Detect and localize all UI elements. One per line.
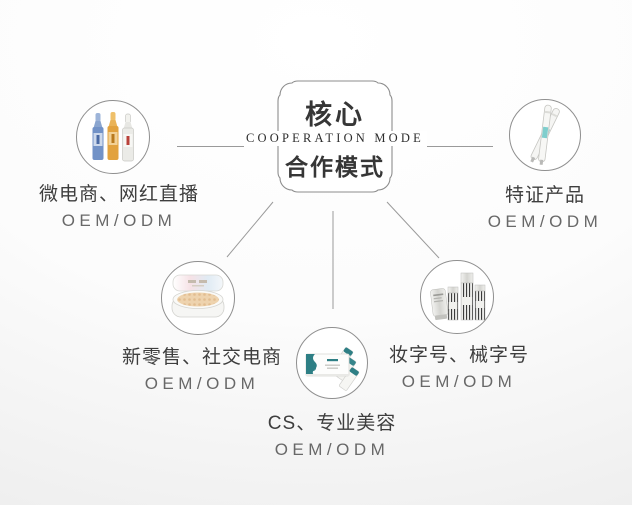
- center-title-top: 核心: [305, 100, 365, 130]
- node-title: 微电商、网红直播: [38, 184, 199, 205]
- silver-set-image: [430, 272, 486, 321]
- center-title-bottom: 合作模式: [285, 154, 385, 180]
- sachet-icon: [339, 367, 360, 391]
- blue-ampoule-icon: [92, 113, 104, 160]
- node-label-cosmetic-device: 妆字号、械字号 OEM/ODM: [349, 343, 569, 393]
- connector-down-right: [386, 201, 440, 259]
- center-subtitle-en: COOPERATION MODE: [235, 131, 435, 146]
- node-title: 新零售、社交电商: [121, 347, 282, 368]
- node-subtitle: OEM/ODM: [274, 440, 390, 459]
- node-circle-special-certified: [509, 99, 581, 171]
- node-title: CS、专业美容: [267, 413, 397, 434]
- cushion-compact-image: [171, 274, 225, 318]
- node-label-special-certified: 特证产品 OEM/ODM: [445, 183, 632, 233]
- mask-box-image: [305, 347, 360, 391]
- node-subtitle: OEM/ODM: [401, 372, 517, 391]
- node-subtitle: OEM/ODM: [144, 374, 260, 393]
- node-label-micro-ecommerce: 微电商、网红直播 OEM/ODM: [9, 182, 229, 232]
- node-circle-cs-beauty: [296, 327, 368, 399]
- pen-front-icon: [538, 104, 552, 165]
- connector-down-left: [226, 201, 274, 258]
- node-circle-micro-ecommerce: [76, 100, 150, 174]
- node-subtitle: OEM/ODM: [487, 212, 603, 231]
- compact-lid-icon: [172, 274, 224, 292]
- tube-icon: [430, 288, 449, 320]
- node-title: 妆字号、械字号: [388, 345, 529, 366]
- node-title: 特证产品: [504, 185, 585, 206]
- node-label-new-retail: 新零售、社交电商 OEM/ODM: [92, 345, 312, 395]
- node-circle-cosmetic-device: [420, 260, 494, 334]
- ampoule-vials-image: [92, 112, 134, 162]
- compact-base-icon: [171, 290, 225, 318]
- bottle-tall-center-icon: [460, 272, 474, 321]
- amber-ampoule-icon: [107, 112, 119, 160]
- bottle-small-left-icon: [447, 286, 459, 321]
- node-subtitle: OEM/ODM: [61, 211, 177, 230]
- bottle-small-right-icon: [474, 284, 486, 321]
- node-label-cs-beauty: CS、专业美容 OEM/ODM: [222, 411, 442, 461]
- mask-box-icon: [305, 353, 350, 377]
- crossed-pens-image: [530, 104, 560, 165]
- node-circle-new-retail: [161, 261, 235, 335]
- white-ampoule-icon: [122, 113, 134, 162]
